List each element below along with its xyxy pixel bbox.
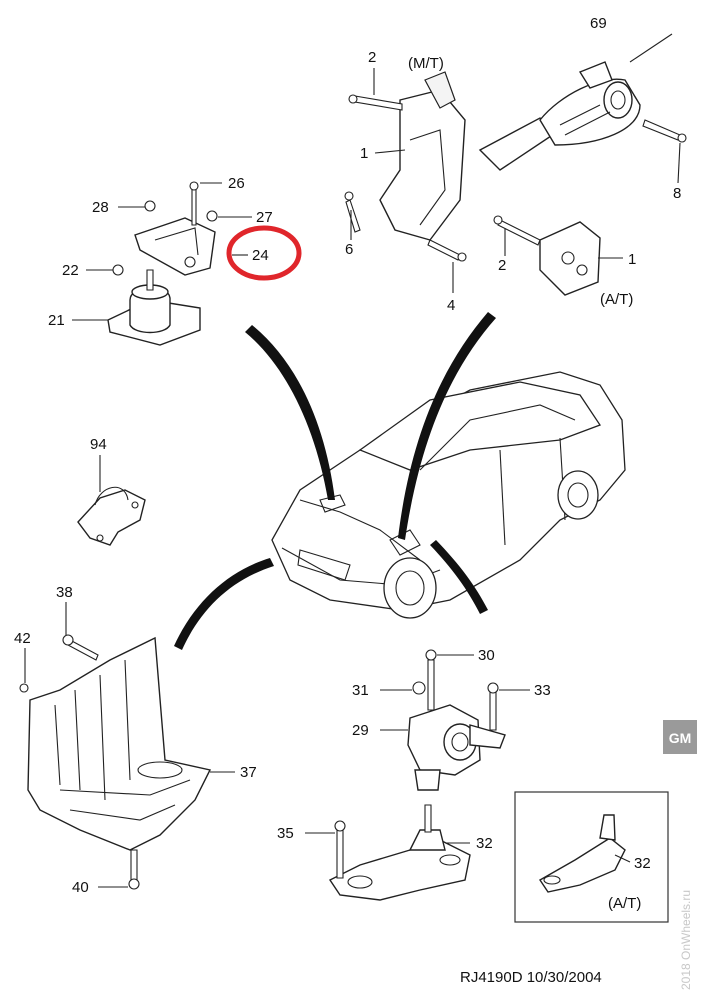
splash-shield-37 xyxy=(19,634,212,890)
bracket-94 xyxy=(77,486,146,546)
callout-94: 94 xyxy=(90,436,107,453)
pointer-wedge xyxy=(174,558,274,650)
callout-40: 40 xyxy=(72,879,89,896)
callout-4: 4 xyxy=(447,297,455,314)
callout-42: 42 xyxy=(14,630,31,647)
at-inset-label: (A/T) xyxy=(608,895,641,912)
rear-mount-assembly xyxy=(328,649,506,901)
pointer-wedge xyxy=(430,540,488,614)
callout-33: 33 xyxy=(534,682,551,699)
callout-24: 24 xyxy=(252,247,269,264)
callout-32: 32 xyxy=(476,835,493,852)
callout-30: 30 xyxy=(478,647,495,664)
gm-logo xyxy=(663,720,697,754)
callout-8: 8 xyxy=(673,185,681,202)
callout-labels: 69 2 (M/T) 1 8 6 2 1 (A/T) 4 28 26 27 24… xyxy=(14,15,681,912)
leader-lines xyxy=(24,33,681,888)
left-mount-assembly xyxy=(107,181,218,346)
inset-bracket-32 xyxy=(539,814,626,893)
callout-37: 37 xyxy=(240,764,257,781)
callout-69: 69 xyxy=(590,15,607,32)
callout-21: 21 xyxy=(48,312,65,329)
drawing-reference: RJ4190D 10/30/2004 xyxy=(460,969,602,986)
callout-1: 1 xyxy=(360,145,368,162)
at-label: (A/T) xyxy=(600,291,633,308)
pointer-wedge xyxy=(245,325,335,500)
callout-26: 26 xyxy=(228,175,245,192)
car-illustration xyxy=(271,371,626,619)
callout-27: 27 xyxy=(256,209,273,226)
pointer-wedge xyxy=(398,312,496,540)
callout-2: 2 xyxy=(498,257,506,274)
highlight-circle xyxy=(226,225,302,281)
callout-31: 31 xyxy=(352,682,369,699)
gm-logo-mark: GM xyxy=(669,730,692,746)
mt-label: (M/T) xyxy=(408,55,444,72)
callout-28: 28 xyxy=(92,199,109,216)
callout-22: 22 xyxy=(62,262,79,279)
callout-38: 38 xyxy=(56,584,73,601)
watermark: 2018 OnWheels.ru xyxy=(679,890,693,990)
upper-mount-assembly xyxy=(344,61,687,296)
callout-32: 32 xyxy=(634,855,651,872)
callout-2: 2 xyxy=(368,49,376,66)
callout-6: 6 xyxy=(345,241,353,258)
callout-29: 29 xyxy=(352,722,369,739)
callout-1: 1 xyxy=(628,251,636,268)
callout-35: 35 xyxy=(277,825,294,842)
